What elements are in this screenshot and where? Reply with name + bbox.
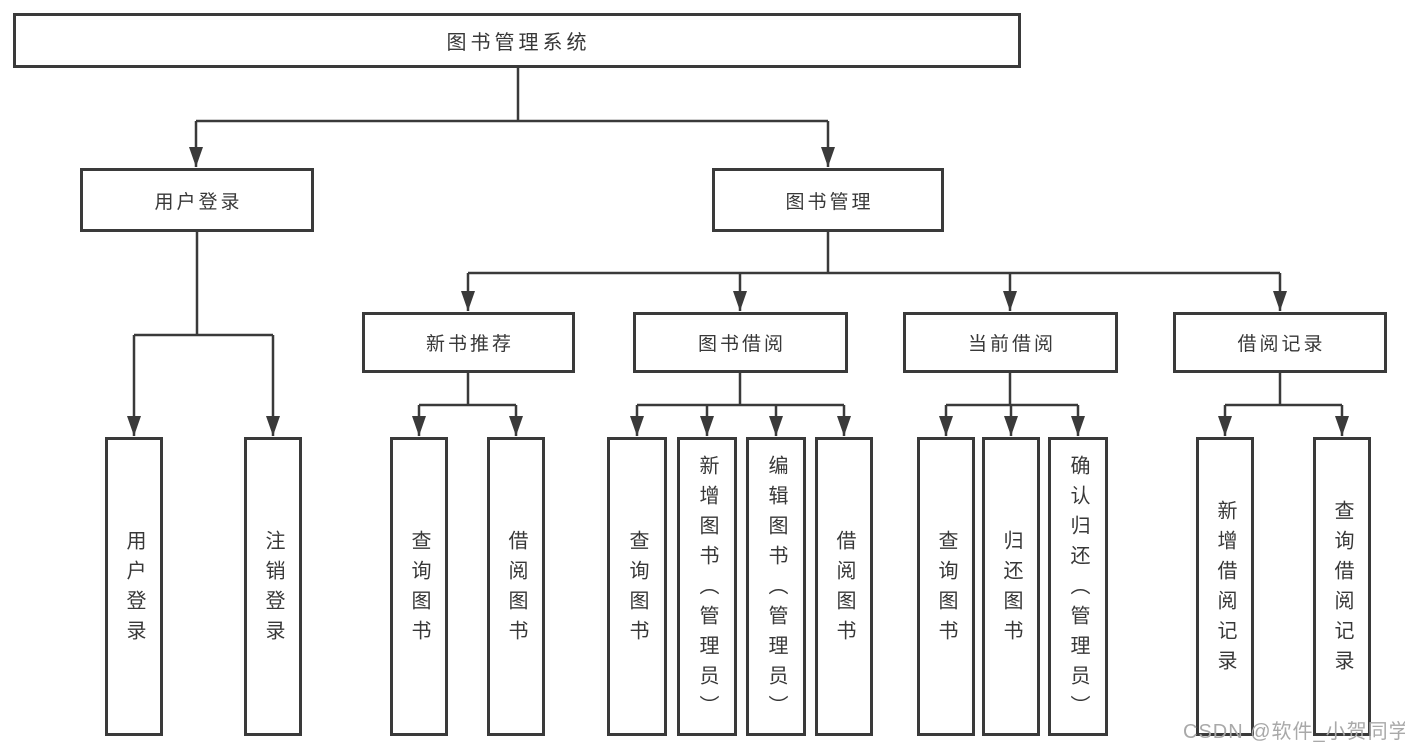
node-root-system: 图书管理系统 — [13, 13, 1021, 68]
connector-current-borrow-children — [939, 373, 1085, 436]
node-user-login: 用户登录 — [80, 168, 314, 232]
node-book-borrow: 图书借阅 — [633, 312, 848, 373]
connector-borrow-records-children — [1218, 373, 1349, 436]
connector-user-login-children — [127, 232, 280, 436]
leaf-borrow-borrow-book: 借阅图书 — [815, 437, 873, 736]
leaf-recommend-borrow-book: 借阅图书 — [487, 437, 545, 736]
leaf-records-add-record: 新增借阅记录 — [1196, 437, 1254, 736]
leaf-user-login: 用户登录 — [105, 437, 163, 736]
leaf-current-confirm-return: 确认归还（管理员） — [1048, 437, 1108, 736]
node-book-management: 图书管理 — [712, 168, 944, 232]
connector-book-borrow-children — [630, 373, 851, 436]
leaf-borrow-edit-book: 编辑图书（管理员） — [746, 437, 806, 736]
csdn-watermark: CSDN @软件_小贺同学 — [1183, 721, 1405, 743]
connector-book-management-to-level3 — [461, 232, 1287, 311]
leaf-current-query-book: 查询图书 — [917, 437, 975, 736]
node-borrow-records: 借阅记录 — [1173, 312, 1387, 373]
leaf-logout: 注销登录 — [244, 437, 302, 736]
leaf-borrow-query-book: 查询图书 — [607, 437, 667, 736]
leaf-borrow-add-book: 新增图书（管理员） — [677, 437, 737, 736]
node-new-book-recommend: 新书推荐 — [362, 312, 575, 373]
node-current-borrow: 当前借阅 — [903, 312, 1118, 373]
connector-new-book-recommend-children — [412, 373, 523, 436]
leaf-recommend-query-book: 查询图书 — [390, 437, 448, 736]
leaf-current-return-book: 归还图书 — [982, 437, 1040, 736]
leaf-records-query-record: 查询借阅记录 — [1313, 437, 1371, 736]
connector-root-to-level2 — [189, 68, 835, 167]
